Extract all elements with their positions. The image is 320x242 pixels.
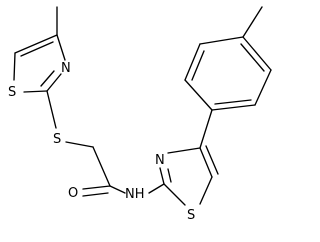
bond-n3r-c4r (167, 147, 201, 154)
bond-c2r-n3r-double (167, 168, 172, 183)
right-thiazole-ring (159, 145, 219, 206)
atom-label-s-right-ring: S (187, 208, 195, 223)
bond-s1-c2 (23, 90, 48, 93)
bond-ar2-ar3 (254, 69, 272, 106)
bond-carbonyl-nh (109, 185, 126, 194)
bond-ar1-ar2-double (214, 99, 252, 105)
atom-label-s-left-ring: S (8, 85, 16, 100)
bond-c2r-n3r (159, 167, 165, 185)
atom-label-n-right-ring: N (155, 153, 165, 168)
bond-s1r-c2r (163, 183, 186, 206)
bond-c5-s1 (13, 52, 16, 81)
bond-c2-n3-double (40, 70, 55, 87)
molecule-canvas: S N S O NH N S (8, 6, 272, 223)
bond-n3-c4 (56, 34, 66, 61)
bond-c4-c5-double (20, 41, 54, 57)
atom-label-n-left-ring: N (61, 61, 71, 76)
atom-label-o-carbonyl: O (68, 186, 78, 201)
bond-c4-c5 (14, 34, 58, 54)
bond-ar3-ar4-double (240, 43, 265, 72)
bond-nh-c2-right (148, 183, 165, 194)
tolyl-ring (184, 6, 272, 149)
bond-ar1-ar2 (211, 104, 256, 111)
bond-s-ch2 (65, 141, 94, 148)
bond-c2-n3 (46, 73, 62, 92)
bond-ar6-ar1 (184, 79, 213, 111)
atom-label-s-thioether: S (53, 132, 61, 147)
bond-ar5-ar6-double (191, 50, 205, 81)
bond-c4r-aryl (199, 109, 213, 149)
bond-c2-s-thioether (46, 90, 57, 129)
bond-ar4-methyl (242, 6, 263, 38)
bond-ar5-ar6 (184, 43, 201, 81)
bond-c5r-s1r (199, 176, 213, 205)
left-thiazole-ring (13, 6, 66, 93)
bond-ch2-carbonyl (92, 146, 111, 187)
bond-c4r-c5r (199, 147, 213, 178)
bond-carbonyl-o-double (82, 192, 109, 197)
atom-label-nh-amide: NH (125, 187, 145, 202)
bond-carbonyl-o (82, 185, 111, 190)
bond-c4r-c5r-double (205, 145, 219, 175)
bond-ar3-ar4 (242, 36, 272, 71)
structure-drawing: S N S O NH N S (8, 6, 272, 223)
linker-chain (46, 90, 165, 197)
bond-ar4-ar5 (199, 36, 244, 45)
